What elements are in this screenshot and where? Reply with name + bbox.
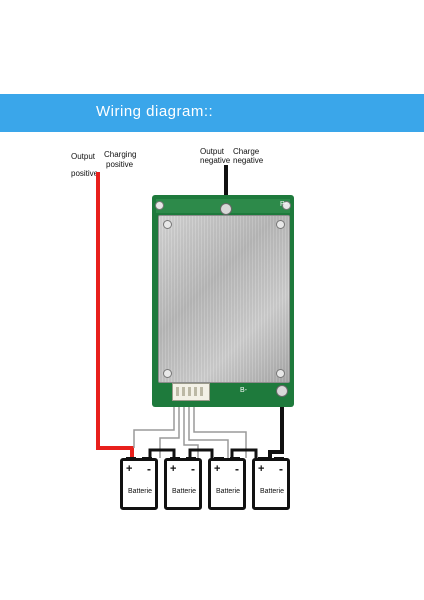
minus-sign: - (279, 462, 283, 476)
output-negative-label-1: Output (200, 147, 225, 156)
title-banner: Wiring diagram:: (0, 94, 424, 132)
p-minus-mark: P- (280, 201, 287, 208)
mount-hole (155, 201, 164, 210)
battery-cell-3: + - Batterie (208, 457, 246, 510)
balance-wire-4 (188, 405, 229, 458)
battery-label: Batterie (259, 488, 285, 495)
battery-cell-1: + - Batterie (120, 457, 158, 510)
plus-sign: + (214, 463, 221, 475)
minus-sign: - (147, 462, 151, 476)
b-minus-mark: B- (240, 387, 247, 394)
charge-negative-label-1: Charge (233, 147, 260, 156)
series-link-3 (230, 448, 258, 460)
output-label: Output (71, 152, 96, 161)
plus-sign: + (170, 463, 177, 475)
charge-negative-label-2: negative (233, 156, 264, 165)
heatsink-plate (158, 215, 290, 383)
p-minus-pad (220, 203, 232, 215)
mount-hole (282, 201, 291, 210)
plus-sign: + (258, 463, 265, 475)
battery-label: Batterie (127, 488, 153, 495)
charging-label: Charging (104, 150, 137, 159)
b-minus-pad (276, 385, 288, 397)
screw-hole (163, 369, 172, 378)
balance-wire-2 (159, 405, 180, 458)
screw-hole (276, 220, 285, 229)
minus-sign: - (191, 462, 195, 476)
battery-cell-2: + - Batterie (164, 457, 202, 510)
battery-label: Batterie (171, 488, 197, 495)
battery-cell-4: + - Batterie (252, 457, 290, 510)
balance-wire-1 (133, 405, 175, 448)
minus-sign: - (235, 462, 239, 476)
positive-wire (96, 172, 134, 460)
series-link-2 (188, 448, 214, 460)
balance-connector (172, 383, 210, 401)
charging-positive-label: positive (106, 160, 134, 169)
output-negative-label-2: negative (200, 156, 231, 165)
positive-label: positive (71, 169, 99, 178)
negative-wire-bottom (268, 395, 284, 460)
balance-wire-5 (193, 405, 247, 458)
screw-hole (163, 220, 172, 229)
plus-sign: + (126, 463, 133, 475)
bms-board: B- P- (152, 195, 294, 407)
series-link-1 (148, 448, 176, 460)
screw-hole (276, 369, 285, 378)
banner-title: Wiring diagram:: (96, 103, 214, 120)
battery-label: Batterie (215, 488, 241, 495)
